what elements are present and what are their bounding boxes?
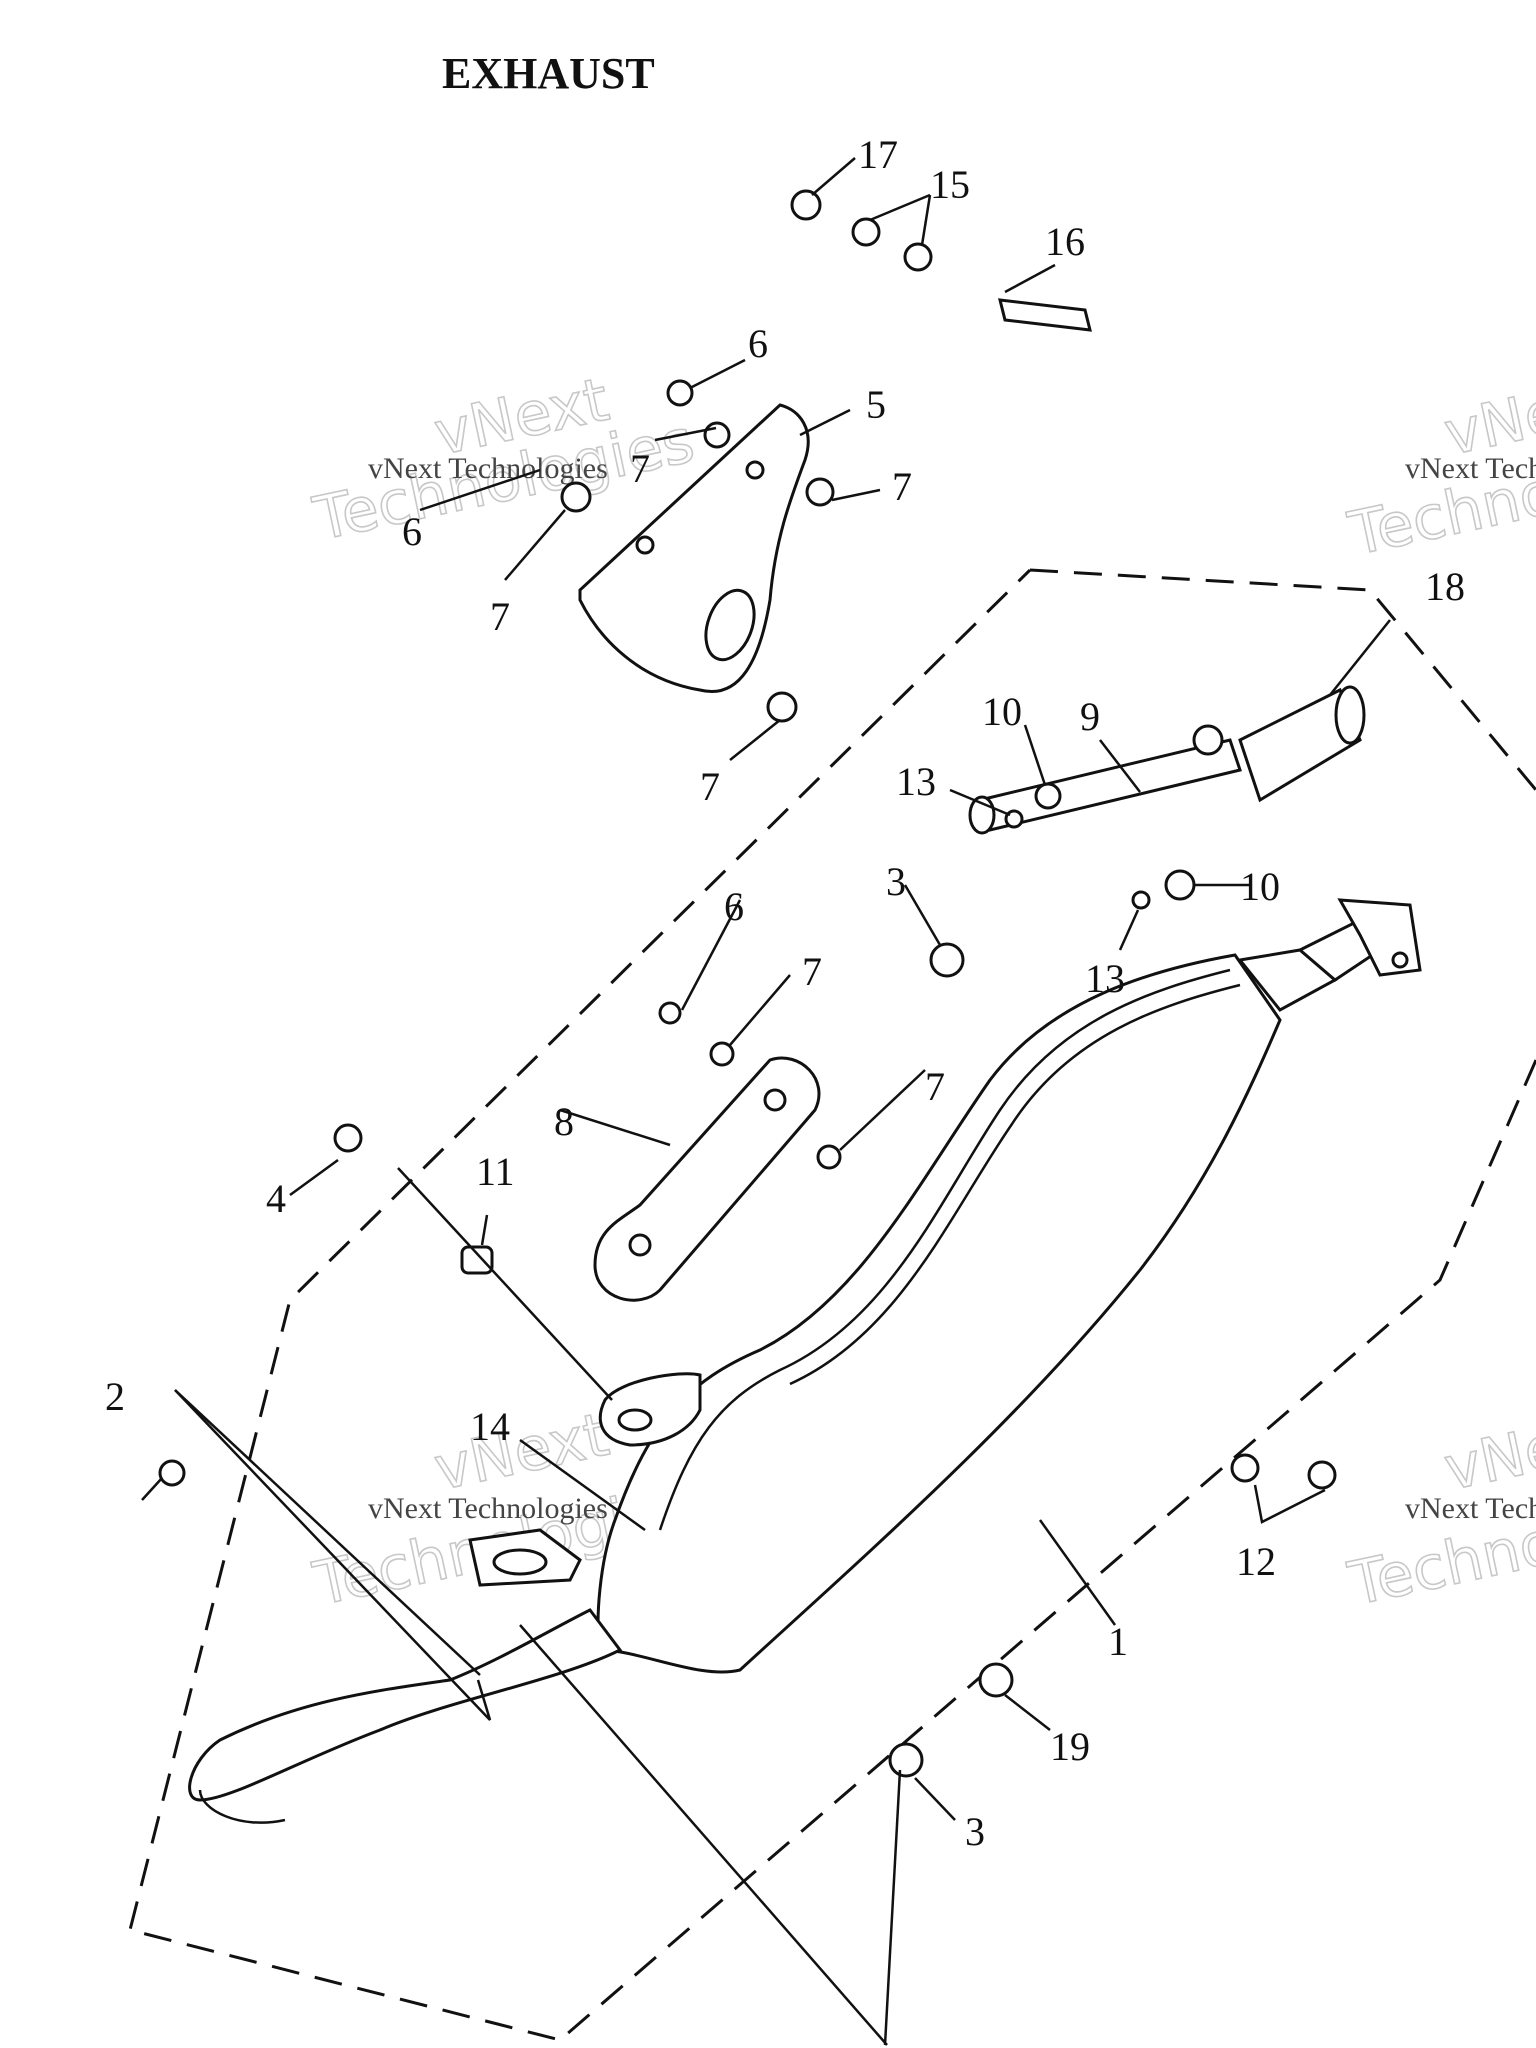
- nut-10-top: [1034, 782, 1062, 810]
- callout-7-e: 7: [802, 949, 822, 994]
- svg-text:vNext Technologies: vNext Technologies: [1405, 1492, 1536, 1525]
- washer-15a: [851, 217, 881, 247]
- washer-19: [978, 1662, 1014, 1698]
- fasteners: [158, 189, 1337, 1778]
- callout-13-top: 13: [896, 759, 936, 804]
- callout-16: 16: [1045, 219, 1085, 264]
- washer-3-bottom: [888, 1742, 924, 1778]
- svg-text:vNext Technologies: vNext Technologies: [368, 452, 608, 485]
- callout-14: 14: [470, 1404, 510, 1449]
- bolt-2: [158, 1459, 186, 1487]
- callout-7-d: 7: [700, 764, 720, 809]
- bolt-4: [333, 1123, 363, 1153]
- leader-lines: [141, 157, 1391, 2046]
- bolt-6-mid: [658, 1001, 682, 1025]
- callout-2: 2: [105, 1374, 125, 1419]
- callout-1: 1: [1108, 1619, 1128, 1664]
- callout-10-top: 10: [982, 689, 1022, 734]
- callout-3-top: 3: [886, 859, 906, 904]
- mounting-bracket: [578, 403, 810, 693]
- svg-text:vNext Technologies: vNext Technologies: [1405, 452, 1536, 485]
- bolt-12b: [1307, 1460, 1337, 1490]
- washer-7-b: [805, 477, 835, 507]
- callout-4: 4: [266, 1176, 286, 1221]
- callout-7-c: 7: [490, 594, 510, 639]
- callout-10-bottom: 10: [1240, 864, 1280, 909]
- callout-6-top: 6: [748, 321, 768, 366]
- nut-17: [790, 189, 822, 221]
- callout-7-b: 7: [892, 464, 912, 509]
- washer-7-f: [816, 1144, 842, 1170]
- svg-text:vNext Technologies: vNext Technologies: [368, 1492, 608, 1525]
- washer-7-c: [560, 481, 592, 513]
- callouts: 17 15 16 6 5 7 7 6 7 7 18 9 10 13 10 13 …: [105, 132, 1465, 1854]
- bracket: [593, 1056, 821, 1302]
- washer-13-bottom: [1131, 890, 1151, 910]
- nut-10-bottom: [1164, 869, 1196, 901]
- callout-5: 5: [866, 382, 886, 427]
- washer-15b: [903, 242, 933, 272]
- callout-11: 11: [476, 1149, 515, 1194]
- callout-7-f: 7: [925, 1064, 945, 1109]
- callout-9: 9: [1080, 694, 1100, 739]
- assembly-boundary: [128, 568, 1536, 2042]
- bolt-12a: [1230, 1453, 1260, 1483]
- callout-6-mid: 6: [724, 884, 744, 929]
- callout-19: 19: [1050, 1724, 1090, 1769]
- svg-text:vNext: vNext: [1439, 1400, 1536, 1505]
- bolt-16: [998, 298, 1092, 332]
- washer-7-a: [703, 421, 731, 449]
- callout-6-left: 6: [402, 509, 422, 554]
- callout-18: 18: [1425, 564, 1465, 609]
- washer-7-e: [709, 1041, 735, 1067]
- callout-15: 15: [930, 162, 970, 207]
- callout-13-bottom: 13: [1085, 956, 1125, 1001]
- muffler-assembly: [188, 898, 1422, 1824]
- washer-3-top: [929, 942, 965, 978]
- callout-3-bottom: 3: [965, 1809, 985, 1854]
- washer-7-d: [766, 691, 798, 723]
- callout-8: 8: [554, 1099, 574, 1144]
- callout-12: 12: [1236, 1539, 1276, 1584]
- watermark-bottom-right: vNext Technologies vNext Technologies: [1342, 1399, 1536, 1621]
- diagram-title: EXHAUST: [442, 49, 655, 98]
- tail-pipe: [968, 685, 1366, 835]
- watermark-top-right: vNext Technologies vNext Technologies: [1342, 364, 1536, 571]
- callout-17: 17: [858, 132, 898, 177]
- grommet-11: [460, 1245, 494, 1275]
- bolt-6-top: [666, 379, 694, 407]
- callout-7-a: 7: [630, 446, 650, 491]
